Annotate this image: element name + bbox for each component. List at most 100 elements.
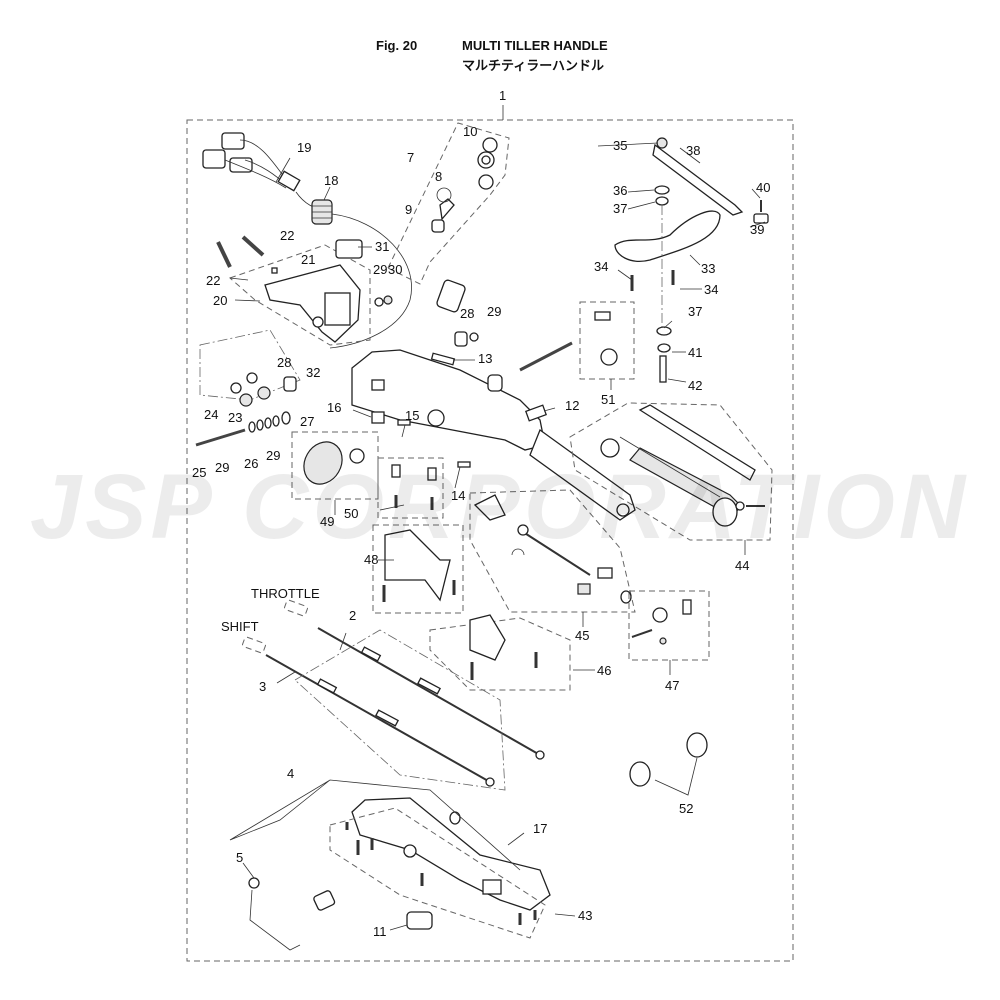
callout-22: 22 xyxy=(280,228,294,243)
callout-15: 15 xyxy=(405,408,419,423)
callout-25: 25 xyxy=(192,465,206,480)
assembly-boundary xyxy=(186,119,794,962)
nut-30 xyxy=(383,295,393,305)
group-45-boundary xyxy=(469,489,636,613)
callout-11: 11 xyxy=(373,924,387,939)
switch-51 xyxy=(600,348,618,366)
bushing-rear xyxy=(487,374,503,392)
callout-12: 12 xyxy=(565,398,579,413)
callout-34: 34 xyxy=(704,282,718,297)
callout-30: 30 xyxy=(388,262,402,277)
group-46-boundary xyxy=(429,617,571,691)
callout-26: 26 xyxy=(244,456,258,471)
callout-44: 44 xyxy=(735,558,749,573)
plate-38 xyxy=(652,143,744,216)
washer-29d xyxy=(469,332,479,342)
callout-29: 29 xyxy=(266,448,280,463)
washer-37b xyxy=(656,326,672,336)
callout-34: 34 xyxy=(594,259,608,274)
callout-47: 47 xyxy=(665,678,679,693)
callout-13: 13 xyxy=(478,351,492,366)
callout-49: 49 xyxy=(320,514,334,529)
shift-cable xyxy=(242,636,495,787)
callout-29: 29 xyxy=(373,262,387,277)
group-51-boundary xyxy=(579,301,635,380)
callout-17: 17 xyxy=(533,821,547,836)
tiller-arm xyxy=(351,349,636,521)
callout-19: 19 xyxy=(297,140,311,155)
bushing-15a xyxy=(349,448,365,464)
cap-52b xyxy=(686,732,708,758)
group-48-boundary xyxy=(372,524,464,614)
callout-38: 38 xyxy=(686,143,700,158)
clamp-47 xyxy=(652,607,668,623)
callout-7: 7 xyxy=(407,150,414,165)
callout-41: 41 xyxy=(688,345,702,360)
callout-29: 29 xyxy=(215,460,229,475)
callout-29: 29 xyxy=(487,304,501,319)
washer-24a xyxy=(230,382,242,394)
group-4-bracket xyxy=(229,779,521,871)
callout-51: 51 xyxy=(601,392,615,407)
callout-9: 9 xyxy=(405,202,412,217)
switch-stop xyxy=(436,279,466,313)
emergency-lanyard xyxy=(248,877,336,951)
washer-group-boundary xyxy=(199,329,301,401)
bushing-23b xyxy=(257,386,271,400)
callout-2: 2 xyxy=(349,608,356,623)
group-47-boundary xyxy=(628,590,710,661)
callout-36: 36 xyxy=(613,183,627,198)
callout-10: 10 xyxy=(463,124,477,139)
plate-16 xyxy=(371,411,385,424)
label-13 xyxy=(430,352,456,366)
callout-4: 4 xyxy=(287,766,294,781)
callout-1: 1 xyxy=(499,88,506,103)
callout-50: 50 xyxy=(344,506,358,521)
throttle-grip xyxy=(600,404,765,527)
callout-20: 20 xyxy=(213,293,227,308)
figure-number: Fig. 20 xyxy=(376,38,418,53)
callout-33: 33 xyxy=(701,261,715,276)
bushing-28b xyxy=(454,331,468,347)
callout-16: 16 xyxy=(327,400,341,415)
throttle-cable xyxy=(284,599,545,760)
callout-37: 37 xyxy=(688,304,702,319)
label-12 xyxy=(524,404,548,422)
callout-31: 31 xyxy=(375,239,389,254)
key-ignition-parts xyxy=(431,137,498,233)
callout-22: 22 xyxy=(206,273,220,288)
shift-lever-bracket xyxy=(469,614,506,661)
pin-22a xyxy=(216,241,232,268)
bushing-28 xyxy=(283,376,297,392)
label-15 xyxy=(397,419,411,426)
callout-37: 37 xyxy=(613,201,627,216)
leader-lines xyxy=(229,142,766,931)
callout-24: 24 xyxy=(204,407,218,422)
stop-switch-11 xyxy=(406,911,433,930)
callout-23: 23 xyxy=(228,410,242,425)
bushing-23a xyxy=(239,393,253,407)
grommet xyxy=(311,199,333,225)
stop-switch-button xyxy=(303,441,343,485)
cap-52a xyxy=(629,761,651,787)
callout-42: 42 xyxy=(688,378,702,393)
washer-29 xyxy=(374,297,384,307)
group-43-boundary xyxy=(329,807,546,939)
group-50-boundary xyxy=(377,457,444,519)
callout-27: 27 xyxy=(300,414,314,429)
callout-21: 21 xyxy=(301,252,315,267)
nut-35 xyxy=(656,137,668,149)
callout-52: 52 xyxy=(679,801,693,816)
callout-46: 46 xyxy=(597,663,611,678)
wire-harness xyxy=(202,132,323,211)
pin-42 xyxy=(659,355,667,383)
shift-rod-assembly xyxy=(473,494,632,604)
lower-cover xyxy=(351,797,551,911)
callout-3: 3 xyxy=(259,679,266,694)
washer-41 xyxy=(657,343,671,353)
callout-5: 5 xyxy=(236,850,243,865)
bolt-25 xyxy=(195,428,246,447)
callout-45: 45 xyxy=(575,628,589,643)
callout-28: 28 xyxy=(277,355,291,370)
group-44-boundary xyxy=(569,402,773,541)
